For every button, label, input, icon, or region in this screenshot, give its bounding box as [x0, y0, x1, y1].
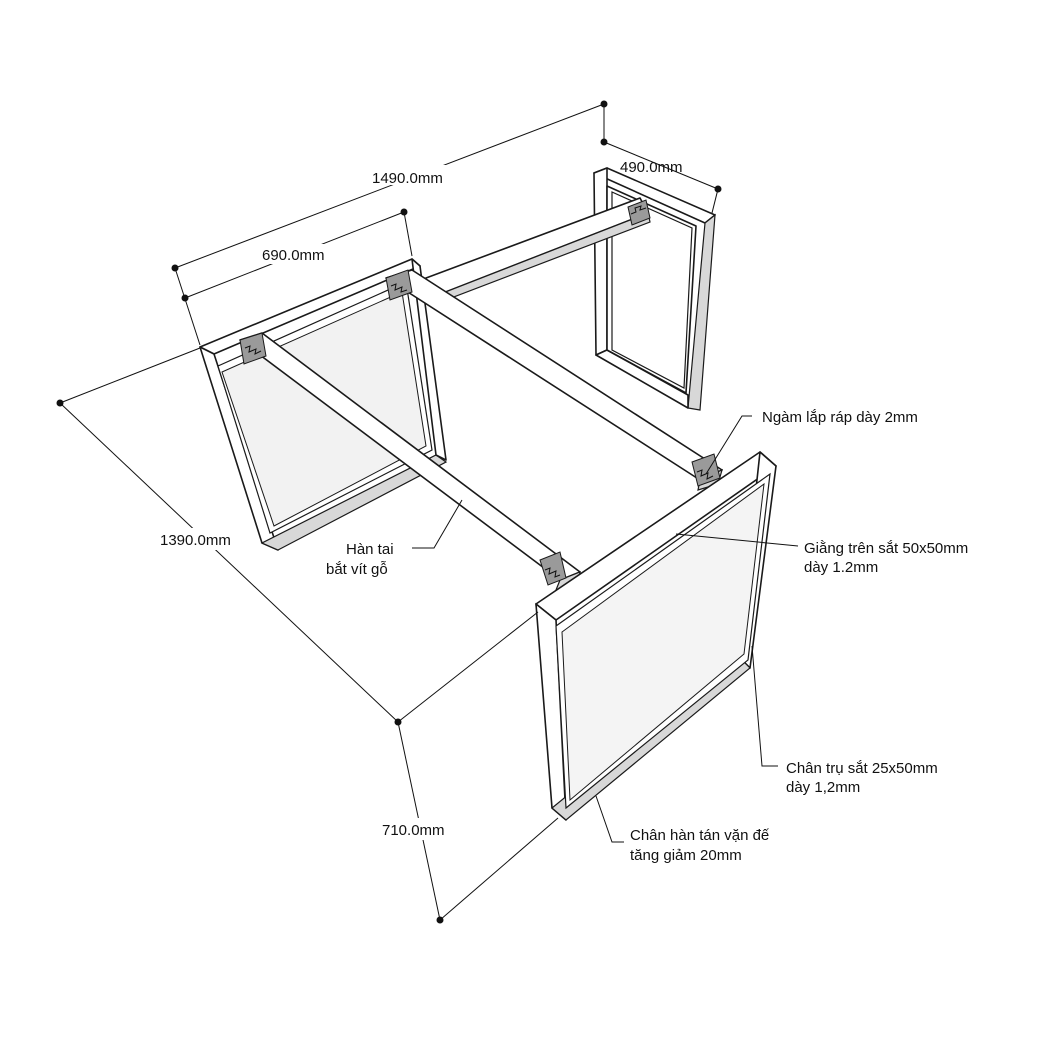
tab-note-line1: Hàn tai	[346, 541, 394, 558]
dimension-overall-length	[171, 100, 608, 346]
front-right-leg-frame	[535, 451, 777, 821]
back-right-leg-frame	[593, 167, 716, 411]
overall-length-label: 1490.0mm	[372, 170, 443, 187]
top-rail-note-line2: dày 1.2mm	[804, 559, 878, 576]
post-note-line2: dày 1,2mm	[786, 779, 860, 796]
foot-note-line1: Chân hàn tán vặn đế	[630, 827, 770, 844]
post-leader	[751, 645, 778, 767]
depth-label: 1390.0mm	[160, 532, 231, 549]
foot-note-line2: tăng giảm 20mm	[630, 847, 742, 864]
leg-width-label: 490.0mm	[620, 159, 683, 176]
top-rail-leader	[675, 533, 799, 547]
rail-joint-plate-icon-left	[239, 332, 267, 365]
height-label: 710.0mm	[382, 822, 445, 839]
back-left-leg-frame	[199, 258, 448, 551]
post-note-line1: Chân trụ sắt 25x50mm	[786, 760, 938, 777]
tab-note-line2: bắt vít gỗ	[326, 561, 388, 578]
rail-joint-plate-icon-top	[385, 269, 413, 301]
rail-joint-plate-icon-front-left	[539, 551, 567, 586]
foot-leader	[595, 795, 624, 843]
plate-note: Ngàm lắp ráp dày 2mm	[762, 409, 918, 426]
inner-length-label: 690.0mm	[262, 247, 325, 264]
back-long-rail	[409, 197, 651, 307]
dimension-leg-width	[600, 138, 722, 214]
dimension-depth	[56, 347, 539, 726]
back-rail-joint-plate-icon	[627, 199, 651, 226]
left-short-rail	[239, 332, 581, 591]
top-rail-note-line1: Giằng trên sắt 50x50mm	[804, 540, 968, 557]
tab-leader	[412, 499, 463, 549]
plate-leader	[705, 415, 752, 475]
